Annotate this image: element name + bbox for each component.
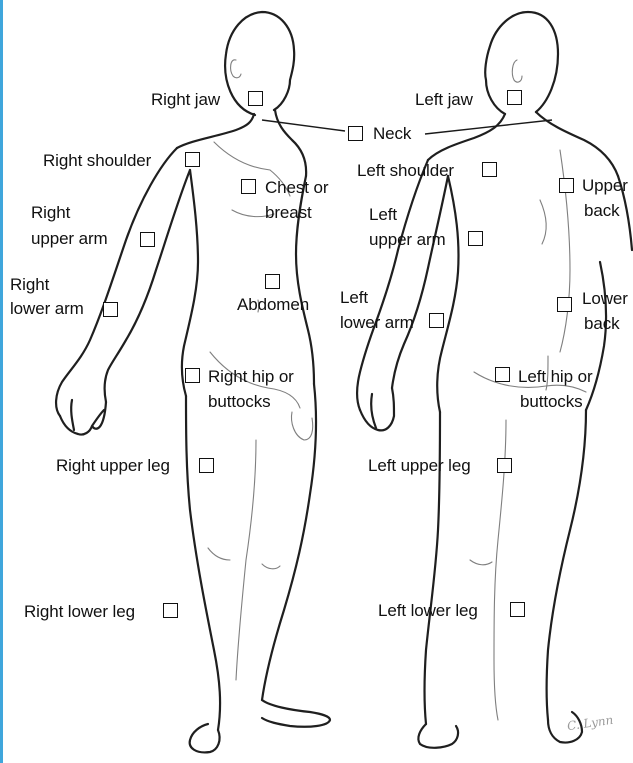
back-leg-inner bbox=[547, 410, 587, 720]
label-left-jaw: Left jaw bbox=[415, 89, 473, 110]
back-ear bbox=[512, 60, 522, 82]
label-right-hip-line2: buttocks bbox=[208, 391, 271, 412]
front-genital bbox=[292, 412, 313, 440]
label-left-hip-line2: buttocks bbox=[520, 391, 583, 412]
back-scapula bbox=[540, 200, 546, 244]
label-right-lower-leg: Right lower leg bbox=[24, 601, 135, 622]
checkbox-right-upper-leg[interactable] bbox=[199, 458, 214, 473]
back-hand bbox=[360, 388, 394, 430]
label-chest-line1: Chest or bbox=[265, 177, 328, 198]
checkbox-right-upper-arm[interactable] bbox=[140, 232, 155, 247]
checkbox-right-lower-arm[interactable] bbox=[103, 302, 118, 317]
checkbox-chest-or-breast[interactable] bbox=[241, 179, 256, 194]
checkbox-left-jaw[interactable] bbox=[507, 90, 522, 105]
back-torso-right-lower bbox=[586, 262, 606, 410]
checkbox-neck[interactable] bbox=[348, 126, 363, 141]
front-leg-inner bbox=[262, 384, 316, 700]
label-upper-back-line2: back bbox=[584, 200, 620, 221]
checkbox-left-lower-arm[interactable] bbox=[429, 313, 444, 328]
label-left-lower-arm-line2: lower arm bbox=[340, 312, 414, 333]
label-upper-back-line1: Upper bbox=[582, 175, 628, 196]
checkbox-right-jaw[interactable] bbox=[248, 91, 263, 106]
label-left-upper-leg: Left upper leg bbox=[368, 455, 471, 476]
front-leg-outer bbox=[186, 396, 220, 730]
label-lower-back-line1: Lower bbox=[582, 288, 628, 309]
label-right-shoulder: Right shoulder bbox=[43, 150, 151, 171]
checkbox-left-upper-leg[interactable] bbox=[497, 458, 512, 473]
front-hand bbox=[60, 400, 106, 435]
checkbox-abdomen[interactable] bbox=[265, 274, 280, 289]
back-arm-outer bbox=[357, 160, 428, 410]
front-foot-left bbox=[190, 724, 220, 752]
front-knee-left bbox=[208, 548, 230, 560]
front-right-shoulder-line bbox=[275, 110, 306, 176]
label-left-upper-arm-line1: Left bbox=[369, 204, 397, 225]
label-abdomen: Abdomen bbox=[237, 294, 309, 315]
label-neck: Neck bbox=[373, 123, 411, 144]
front-leg-mid bbox=[236, 440, 256, 680]
checkbox-right-shoulder[interactable] bbox=[185, 152, 200, 167]
front-arm-outer bbox=[56, 148, 177, 416]
label-chest-line2: breast bbox=[265, 202, 312, 223]
front-arm-inner bbox=[105, 170, 190, 402]
back-left-shoulder-line bbox=[428, 114, 505, 160]
front-knee-right bbox=[262, 564, 280, 569]
checkbox-left-hip[interactable] bbox=[495, 367, 510, 382]
back-right-shoulder-line bbox=[536, 112, 618, 176]
label-left-shoulder: Left shoulder bbox=[357, 160, 454, 181]
checkbox-left-shoulder[interactable] bbox=[482, 162, 497, 177]
checkbox-upper-back[interactable] bbox=[559, 178, 574, 193]
checkbox-right-lower-leg[interactable] bbox=[163, 603, 178, 618]
label-right-upper-arm-line1: Right bbox=[31, 202, 70, 223]
back-knee bbox=[470, 560, 492, 565]
label-lower-back-line2: back bbox=[584, 313, 620, 334]
neck-leader-front bbox=[262, 120, 345, 131]
checkbox-right-hip[interactable] bbox=[185, 368, 200, 383]
checkbox-left-upper-arm[interactable] bbox=[468, 231, 483, 246]
checkbox-lower-back[interactable] bbox=[557, 297, 572, 312]
checkbox-left-lower-leg[interactable] bbox=[510, 602, 525, 617]
label-right-hip-line1: Right hip or bbox=[208, 366, 294, 387]
label-left-lower-leg: Left lower leg bbox=[378, 600, 478, 621]
label-right-lower-arm-line1: Right bbox=[10, 274, 49, 295]
front-ear bbox=[231, 60, 241, 78]
label-right-upper-arm-line2: upper arm bbox=[31, 228, 108, 249]
label-left-hip-line1: Left hip or bbox=[518, 366, 593, 387]
label-left-lower-arm-line1: Left bbox=[340, 287, 368, 308]
front-torso-left bbox=[182, 170, 198, 396]
label-right-lower-arm-line2: lower arm bbox=[10, 298, 84, 319]
back-foot-left bbox=[418, 724, 458, 748]
label-right-upper-leg: Right upper leg bbox=[56, 455, 170, 476]
front-foot-right bbox=[262, 700, 330, 727]
label-left-upper-arm-line2: upper arm bbox=[369, 229, 446, 250]
label-right-jaw: Right jaw bbox=[151, 89, 220, 110]
